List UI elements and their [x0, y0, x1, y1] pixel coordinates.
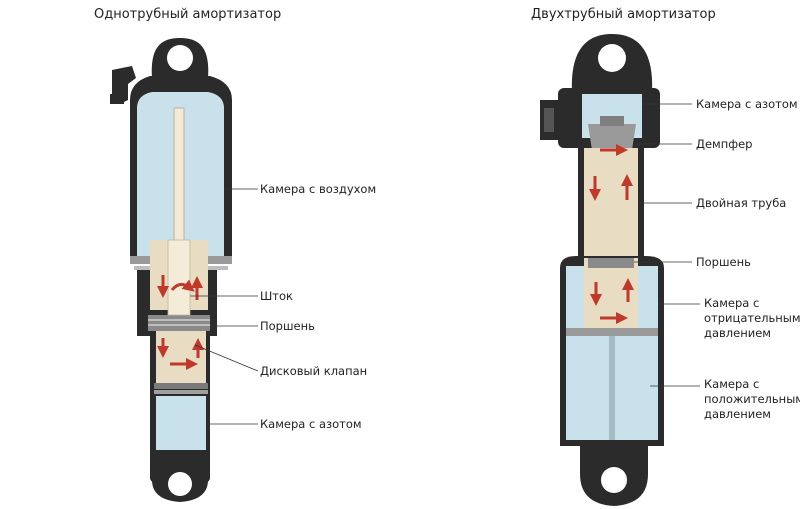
mono-rod — [173, 107, 185, 249]
mono-nitrogen-chamber — [156, 396, 206, 454]
label-nitrogen-mono: Камера с азотом — [260, 417, 362, 431]
label-nitrogen-twin: Камера с азотом — [696, 97, 798, 111]
twin-damper — [588, 124, 636, 150]
label-negative-chamber: Камера с отрицательным давлением — [704, 296, 800, 340]
label-positive-chamber: Камера с положительным давлением — [704, 377, 800, 421]
twin-tube-oil — [584, 148, 638, 258]
label-rod: Шток — [260, 289, 293, 303]
label-disc-valve: Дисковый клапан — [260, 364, 368, 378]
twin-flow-arrows — [589, 144, 634, 324]
mono-tube-title: Однотрубный амортизатор — [94, 7, 282, 22]
twin-bottom-eyelet-hole — [601, 467, 627, 493]
mono-tube-shock — [110, 38, 259, 502]
twin-top-eyelet-hole — [598, 44, 626, 72]
label-twin-tube: Двойная труба — [696, 196, 787, 210]
mono-top-eyelet-hole — [167, 45, 193, 71]
twin-tube-shock — [540, 34, 700, 506]
twin-piston — [588, 258, 634, 268]
label-air-chamber: Камера с воздухом — [260, 182, 377, 196]
mono-piston — [148, 315, 210, 331]
label-damper: Демпфер — [696, 137, 753, 151]
label-piston-mono: Поршень — [260, 319, 315, 333]
twin-leader-lines — [634, 103, 700, 387]
mono-leader-lines — [190, 188, 259, 425]
mono-floating-piston — [154, 383, 208, 389]
twin-separator — [566, 328, 658, 336]
label-piston-twin: Поршень — [696, 255, 751, 269]
twin-tube-title: Двухтрубный амортизатор — [531, 7, 716, 22]
mono-bottom-eyelet-hole — [168, 472, 192, 496]
